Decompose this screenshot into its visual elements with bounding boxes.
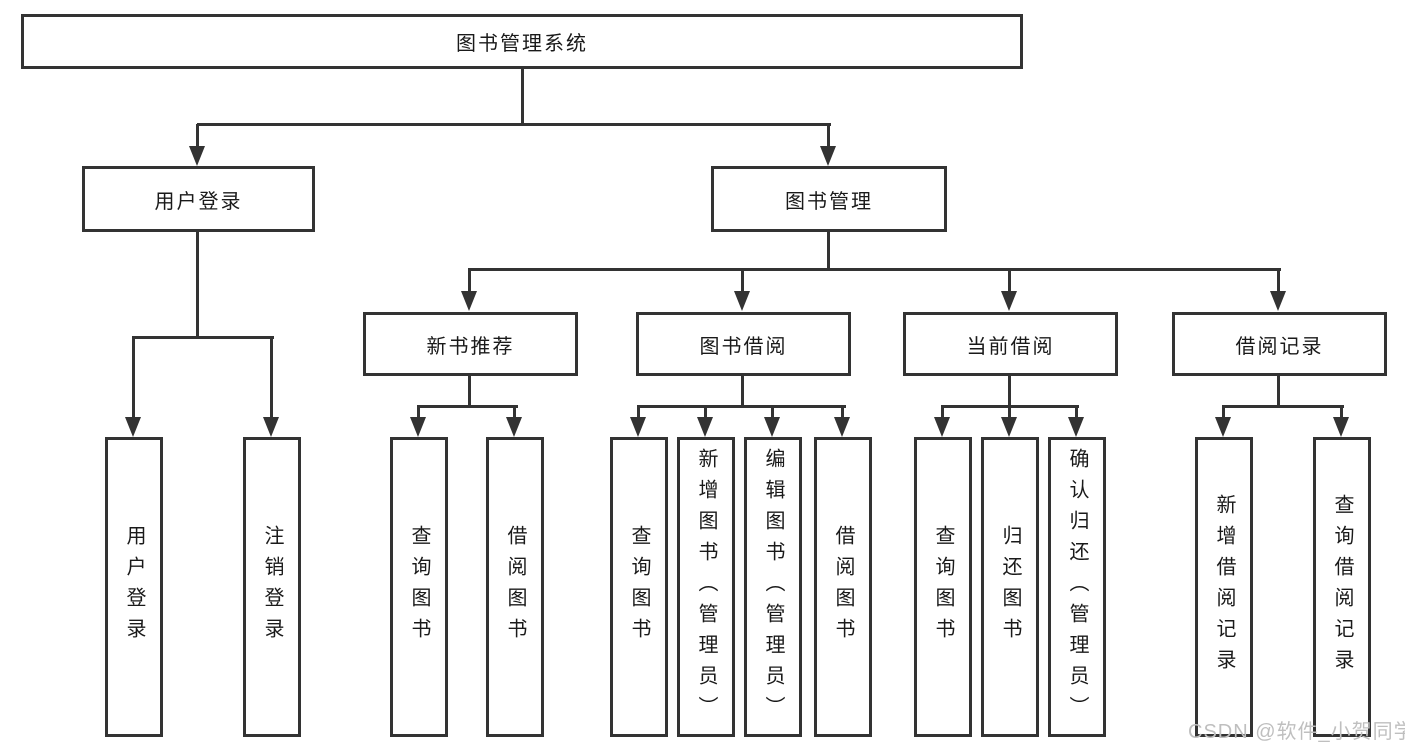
node-leaf-confirm-return-admin: 确认归还（管理员） — [1048, 437, 1106, 737]
node-user-login: 用户登录 — [82, 166, 315, 232]
node-label: 注销登录 — [261, 525, 283, 649]
arrow-down-icon — [1270, 270, 1286, 311]
connector-book-borrow-stem — [741, 374, 744, 407]
connector-book-mgmt-stem — [827, 230, 830, 271]
node-label: 编辑图书（管理员） — [762, 447, 784, 727]
arrow-down-icon — [820, 124, 836, 166]
node-leaf-query-borrow-record: 查询借阅记录 — [1313, 437, 1371, 737]
node-borrowing-records: 借阅记录 — [1172, 312, 1387, 376]
node-leaf-borrow-books-recommend: 借阅图书 — [486, 437, 544, 737]
arrow-down-icon — [630, 406, 646, 437]
connector-new-book-branch — [417, 405, 518, 408]
arrow-down-icon — [1001, 406, 1017, 437]
node-leaf-logout: 注销登录 — [243, 437, 301, 737]
node-leaf-query-books-borrowing: 查询图书 — [610, 437, 668, 737]
node-label: 图书借阅 — [699, 335, 788, 358]
arrow-down-icon — [506, 406, 522, 437]
arrow-down-icon — [734, 270, 750, 311]
node-library-system: 图书管理系统 — [21, 14, 1023, 69]
arrow-down-icon — [1333, 406, 1349, 437]
arrow-down-icon — [934, 406, 950, 437]
node-leaf-edit-book-admin: 编辑图书（管理员） — [744, 437, 802, 737]
node-label: 图书管理系统 — [456, 33, 588, 55]
arrow-down-icon — [834, 406, 850, 437]
connector-new-book-stem — [468, 374, 471, 407]
connector-root-branch — [197, 123, 831, 126]
node-label: 查询借阅记录 — [1331, 494, 1353, 680]
node-label: 新书推荐 — [426, 335, 515, 358]
node-label: 当前借阅 — [966, 335, 1055, 358]
connector-user-login-stem — [196, 230, 199, 338]
node-book-borrowing: 图书借阅 — [636, 312, 851, 376]
arrow-down-icon — [697, 406, 713, 437]
node-leaf-add-borrow-record: 新增借阅记录 — [1195, 437, 1253, 737]
arrow-down-icon — [263, 337, 279, 437]
node-label: 借阅图书 — [504, 525, 526, 649]
arrow-down-icon — [189, 124, 205, 166]
node-new-book-recommend: 新书推荐 — [363, 312, 578, 376]
node-leaf-query-books-current: 查询图书 — [914, 437, 972, 737]
node-current-borrowing: 当前借阅 — [903, 312, 1118, 376]
arrow-down-icon — [1001, 270, 1017, 311]
arrow-down-icon — [1215, 406, 1231, 437]
arrow-down-icon — [410, 406, 426, 437]
node-leaf-query-books-recommend: 查询图书 — [390, 437, 448, 737]
node-label: 新增图书（管理员） — [695, 447, 717, 727]
node-leaf-borrow-books-borrowing: 借阅图书 — [814, 437, 872, 737]
node-label: 确认归还（管理员） — [1066, 447, 1088, 727]
node-leaf-user-login: 用户登录 — [105, 437, 163, 737]
arrow-down-icon — [125, 337, 141, 437]
node-book-management: 图书管理 — [711, 166, 947, 232]
node-label: 图书管理 — [785, 190, 873, 213]
node-label: 查询图书 — [408, 525, 430, 649]
node-label: 用户登录 — [123, 525, 145, 649]
node-label: 查询图书 — [932, 525, 954, 649]
connector-user-login-branch — [132, 336, 274, 339]
connector-borrow-records-stem — [1277, 374, 1280, 407]
connector-book-borrow-branch — [637, 405, 846, 408]
watermark: CSDN @软件_小贺同学 — [1188, 721, 1405, 743]
arrow-down-icon — [1068, 406, 1084, 437]
node-label: 归还图书 — [999, 525, 1021, 649]
node-label: 查询图书 — [628, 525, 650, 649]
node-label: 用户登录 — [154, 190, 243, 213]
arrow-down-icon — [764, 406, 780, 437]
connector-book-mgmt-branch — [468, 268, 1281, 271]
node-label: 借阅记录 — [1235, 335, 1324, 358]
connector-current-borrow-stem — [1008, 374, 1011, 407]
node-leaf-add-book-admin: 新增图书（管理员） — [677, 437, 735, 737]
node-leaf-return-book: 归还图书 — [981, 437, 1039, 737]
node-label: 借阅图书 — [832, 525, 854, 649]
arrow-down-icon — [461, 270, 477, 311]
connector-borrow-records-branch — [1222, 405, 1344, 408]
connector-root-stem — [521, 67, 524, 126]
node-label: 新增借阅记录 — [1213, 494, 1235, 680]
